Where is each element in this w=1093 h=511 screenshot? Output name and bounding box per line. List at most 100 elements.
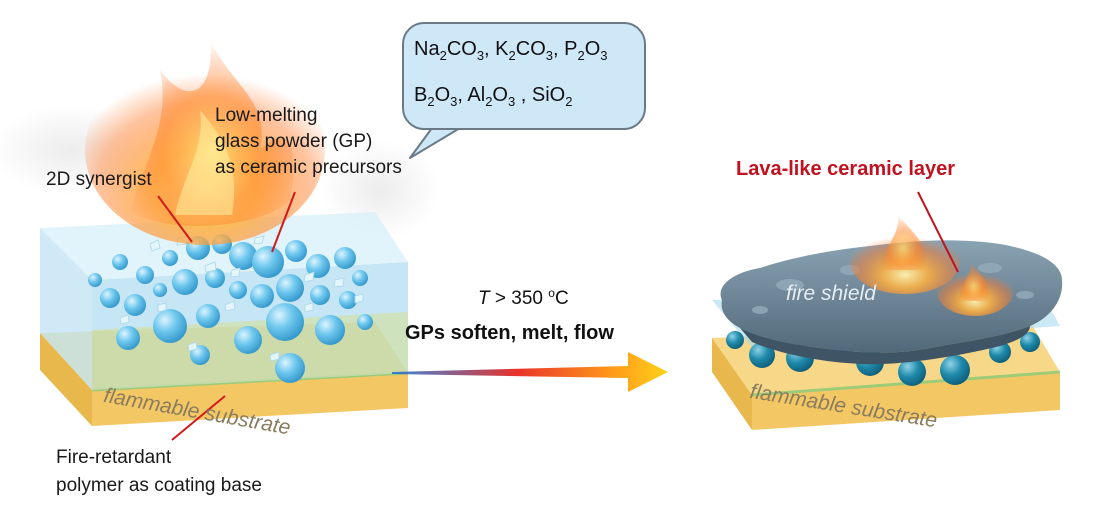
synergist-flake [149,239,161,252]
base-label-line-2: polymer as coating base [56,475,262,496]
oxide-formula: Al2O3 , [467,84,532,109]
formula-part: O [584,38,601,60]
gp-particle [315,315,345,345]
leader-line-synergist [157,195,193,243]
formula-part: CO [446,38,477,60]
formula-part: 3 [600,48,608,63]
oxide-formula: Na2CO3, [414,38,496,63]
temperature-symbol: T [478,288,490,309]
formula-part: 2 [439,48,447,63]
gp-particle [252,246,284,278]
formula-part: B [414,84,428,106]
gp-particle [275,353,305,383]
gp-particle [153,283,167,297]
gp-particle [276,274,304,302]
formula-part: CO [515,38,546,60]
synergist-flake [304,302,314,313]
oxide-row-1: Na2CO3, K2CO3, P2O3 [414,38,607,63]
gp-particle [190,345,210,365]
oxide-formula: P2O3 [564,38,608,63]
formula-part: P [564,38,578,60]
gp-particle [116,326,140,350]
formula-part: Al [467,84,486,106]
fire-shield-label: fire shield [786,282,876,305]
formula-part: 3 [476,48,485,63]
melted-particle [940,355,970,385]
formula-part: 3 [507,94,516,109]
oxide-formula: K2CO3, [495,38,565,63]
synergist-flake [303,271,315,283]
gp-label-line-3: as ceramic precursors [215,157,402,178]
synergist-flake [253,235,265,245]
gp-label-line-1: Low-melting [215,105,318,126]
temperature-condition: T > 350 oC [478,286,569,310]
coating-left-face [40,228,92,390]
formula-part: , [457,84,468,106]
substrate-left-face [40,333,92,426]
lava-layer-edge [740,326,1030,365]
oxide-composition-bubble [402,22,646,130]
gp-particle [153,309,187,343]
synergist-flake [204,261,217,273]
glass-particles [88,234,373,383]
synergist-flake [157,302,167,313]
gp-particle [112,254,128,270]
synergist-flake [187,341,198,352]
base-label-line-1: Fire-retardant [56,447,172,468]
gp-particle [100,288,120,308]
leader-line-lava [917,191,959,273]
flame-left [85,40,325,245]
synergist-flake [269,351,280,362]
synergist-flake [333,277,345,288]
melted-particle [726,331,744,349]
oxide-formula: B2O3, [414,84,468,109]
gp-particle [172,269,198,295]
formula-part: SiO [531,84,566,106]
process-arrow [392,352,668,392]
right-substrate-front-face [752,372,1060,430]
gp-particle [250,284,274,308]
oxide-formula: SiO2 [531,84,573,109]
degree-symbol: o [548,286,555,300]
formula-part: 2 [508,48,516,63]
gp-particle [357,314,373,330]
formula-part: 2 [577,48,585,63]
formula-part: 3 [545,48,553,63]
bubble-tail [409,127,461,159]
oxide-row-2: B2O3, Al2O3 , SiO2 [414,84,572,109]
gp-particle [229,281,247,299]
gp-particle [339,291,357,309]
gp-particle [88,273,102,287]
gp-particle [310,285,330,305]
gp-particle [162,250,178,266]
formula-part: , [552,38,565,60]
gp-particle [334,247,356,269]
formula-part: , [484,38,496,60]
formula-part: , [515,84,532,106]
melted-particle [898,358,926,386]
leader-line-base [171,395,226,441]
temperature-comparison: > 350 [489,288,549,309]
temperature-unit: C [554,288,569,309]
gp-particle [136,266,154,284]
right-substrate-left-face [712,338,752,430]
synergist-label: 2D synergist [46,169,152,190]
flame-right [850,215,1013,316]
melted-particle [749,342,775,368]
lava-layer-title: Lava-like ceramic layer [736,158,956,180]
leader-line-gp [271,191,296,253]
gp-particle [266,303,304,341]
gp-particle [124,294,146,316]
formula-part: 3 [450,94,458,109]
formula-part: 2 [565,94,573,109]
formula-part: Na [414,38,440,60]
gp-particle [234,326,262,354]
formula-part: K [495,38,509,60]
synergist-flake [354,293,364,304]
gp-particle [285,240,307,262]
gp-particle [196,304,220,328]
synergist-flake [119,314,130,325]
gp-particle [205,268,225,288]
